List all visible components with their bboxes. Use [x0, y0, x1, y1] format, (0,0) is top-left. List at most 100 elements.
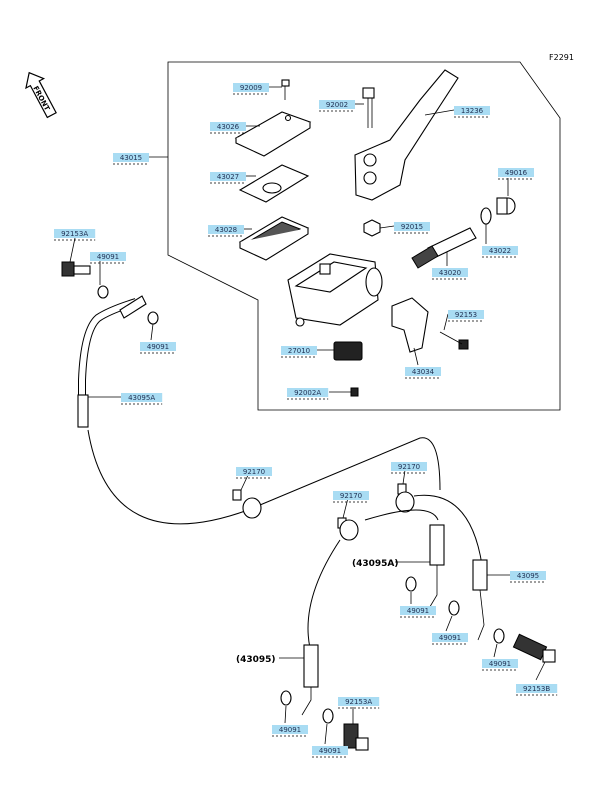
- part-label-box: [210, 172, 246, 181]
- part-label-92002[interactable]: 92002: [319, 100, 355, 112]
- pivot-bolt: [362, 87, 375, 128]
- brake-hose-lower: [301, 494, 488, 716]
- part-label-box: [510, 571, 546, 580]
- part-number: 92002: [326, 101, 348, 109]
- lever-nut: [363, 219, 381, 237]
- part-number: 49091: [407, 607, 429, 615]
- brake-light-switch: [333, 341, 363, 361]
- part-number: 49091: [489, 660, 511, 668]
- clamp-bolt: [439, 331, 469, 350]
- part-label-43015[interactable]: 43015: [113, 153, 149, 165]
- part-number: 49016: [505, 169, 528, 177]
- hose-grommet-c: [337, 517, 359, 541]
- part-label-box: [90, 252, 126, 261]
- part-label-box: [405, 367, 441, 376]
- part-label-49091-a[interactable]: 49091: [90, 252, 126, 264]
- part-label-box: [400, 606, 436, 615]
- ref-label-43095a: (43095A): [352, 559, 399, 569]
- part-label-box: [482, 659, 518, 668]
- hose-grommet-a: [232, 489, 262, 519]
- part-label-box: [391, 462, 427, 471]
- banjo-bolt-92153b: [512, 633, 556, 663]
- piston-stop: [480, 207, 492, 225]
- part-label-13236[interactable]: 13236: [454, 106, 490, 118]
- diaphragm: [238, 216, 310, 261]
- part-label-box: [272, 725, 308, 734]
- part-label-43020[interactable]: 43020: [432, 268, 468, 280]
- switch-screw: [350, 387, 359, 397]
- part-label-49091-f[interactable]: 49091: [272, 725, 308, 737]
- part-label-92153[interactable]: 92153: [448, 310, 484, 322]
- part-number: 27010: [288, 347, 310, 355]
- part-number: 92170: [398, 463, 420, 471]
- part-label-49091-g[interactable]: 49091: [312, 746, 348, 758]
- part-label-92153a-bot[interactable]: 92153A: [338, 697, 380, 709]
- hose-grommet-b: [395, 483, 415, 513]
- washer-49091-c: [405, 576, 417, 592]
- part-label-43026[interactable]: 43026: [210, 122, 246, 134]
- part-label-43028[interactable]: 43028: [208, 225, 244, 237]
- part-label-92170-b[interactable]: 92170: [391, 462, 427, 474]
- part-label-43095a[interactable]: 43095A: [121, 393, 163, 405]
- part-label-box: [319, 100, 355, 109]
- diagram-code: F2291: [549, 53, 574, 62]
- diaphragm-plate: [238, 164, 310, 203]
- part-label-92015[interactable]: 92015: [394, 222, 430, 234]
- part-number: 92170: [340, 492, 362, 500]
- part-label-92170-a[interactable]: 92170: [236, 467, 272, 479]
- part-number: 49091: [279, 726, 301, 734]
- part-label-box: [498, 168, 534, 177]
- part-label-49091-e[interactable]: 49091: [482, 659, 518, 671]
- part-label-box: [140, 342, 176, 351]
- part-label-box: [333, 491, 369, 500]
- part-label-43034[interactable]: 43034: [405, 367, 441, 379]
- part-label-box: [54, 229, 96, 238]
- part-number: 92170: [243, 468, 265, 476]
- washer-49091-f: [280, 690, 292, 706]
- part-label-box: [394, 222, 430, 231]
- part-number: 13236: [461, 107, 484, 115]
- part-label-box: [208, 225, 244, 234]
- part-label-43095[interactable]: 43095: [510, 571, 546, 583]
- part-label-49016[interactable]: 49016: [498, 168, 534, 180]
- washer-49091-b: [147, 311, 159, 325]
- part-label-box: [113, 153, 149, 162]
- part-label-43027[interactable]: 43027: [210, 172, 246, 184]
- part-label-43022[interactable]: 43022: [482, 246, 518, 258]
- washer-49091-a: [97, 285, 109, 299]
- part-label-92009[interactable]: 92009: [233, 83, 269, 95]
- assembly-boundary: [167, 61, 561, 411]
- reservoir-cap: [234, 111, 312, 157]
- piston-assembly: [411, 227, 477, 269]
- part-label-box: [287, 388, 329, 397]
- part-label-27010[interactable]: 27010: [281, 346, 317, 358]
- part-number: 43034: [412, 368, 435, 376]
- part-label-49091-d[interactable]: 49091: [432, 633, 468, 645]
- part-number: 92015: [401, 223, 423, 231]
- part-number: 43027: [217, 173, 239, 181]
- part-number: 92153A: [345, 698, 372, 706]
- part-label-92153b[interactable]: 92153B: [516, 684, 558, 696]
- part-number: 43095A: [128, 394, 155, 402]
- part-label-box: [233, 83, 269, 92]
- dust-boot: [496, 197, 516, 215]
- part-number: 43095: [517, 572, 539, 580]
- part-label-box: [312, 746, 348, 755]
- part-label-box: [432, 268, 468, 277]
- part-label-box: [281, 346, 317, 355]
- part-label-49091-c[interactable]: 49091: [400, 606, 436, 618]
- part-label-92002a[interactable]: 92002A: [287, 388, 329, 400]
- part-label-92170-c[interactable]: 92170: [333, 491, 369, 503]
- part-label-box: [454, 106, 490, 115]
- part-label-92153a-top[interactable]: 92153A: [54, 229, 96, 241]
- part-label-box: [482, 246, 518, 255]
- master-cylinder-body: [287, 253, 383, 327]
- part-number: 92153: [455, 311, 477, 319]
- part-number: 92153B: [523, 685, 550, 693]
- part-number: 49091: [319, 747, 341, 755]
- leader-lines: [69, 86, 546, 745]
- washer-49091-d: [448, 600, 460, 616]
- part-label-49091-b[interactable]: 49091: [140, 342, 176, 354]
- part-number: 92153A: [61, 230, 88, 238]
